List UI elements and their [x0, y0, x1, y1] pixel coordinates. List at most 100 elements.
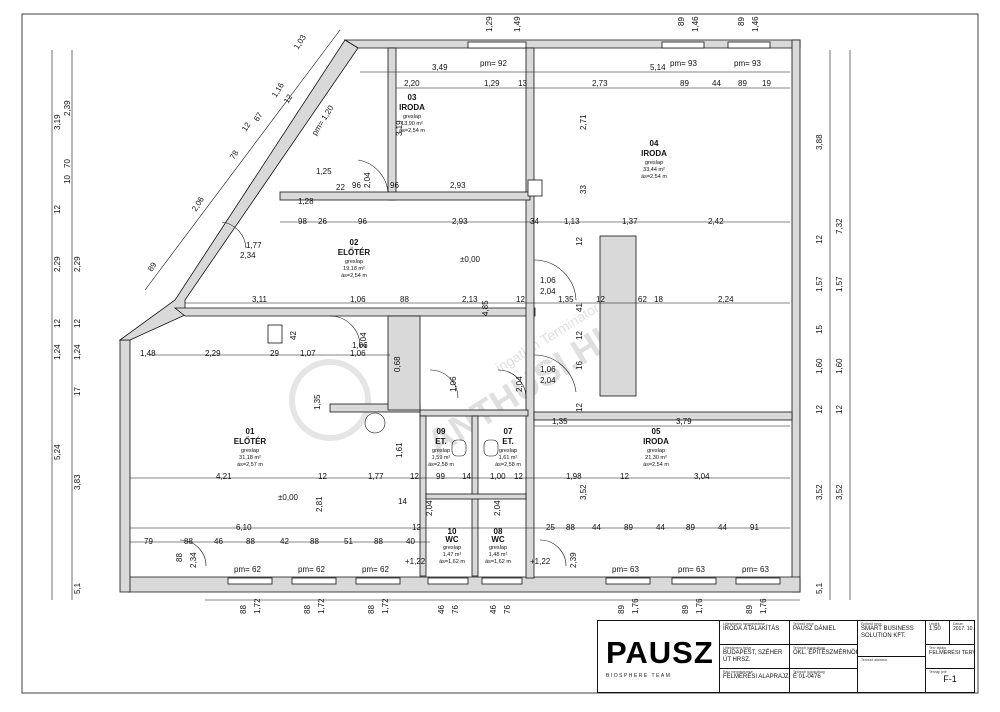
- cell-value: PAUSZ DÁNIEL: [793, 626, 836, 632]
- dim-text: 2,34: [189, 552, 198, 568]
- cell-value: 1:50: [929, 626, 941, 632]
- dim-text: 16: [575, 361, 584, 370]
- dim-text: 12: [53, 319, 62, 328]
- dim-text: 12: [516, 295, 525, 304]
- dim-text: 1,06: [540, 365, 556, 374]
- dim-text: 88: [184, 537, 193, 546]
- dim-text: 1,06: [540, 276, 556, 285]
- dim-text: 89: [617, 605, 626, 614]
- room-floor: greslap: [645, 160, 663, 166]
- wall-right: [791, 39, 801, 593]
- dim-text: 14: [398, 497, 407, 506]
- cell-label: Építtető neve: [861, 622, 882, 626]
- place-cell: Létesítmény helye BUDAPEST, SZÉHER ÚT HR…: [720, 645, 790, 669]
- dim-text: 1,49: [513, 16, 522, 32]
- room-name: ELŐTÉR: [338, 248, 371, 257]
- room-name: ELŐTÉR: [234, 437, 267, 446]
- dim-text: 29: [270, 349, 279, 358]
- sheet-cell: Tervlap jele F-1: [926, 669, 974, 692]
- dim-text: 1,77: [368, 472, 384, 481]
- dim-text: 1,46: [691, 16, 700, 32]
- phase-cell: Terv fajtája FELMÉRÉSI TERV: [926, 645, 974, 669]
- room-label-07: 07 ET. greslap 1,61 m² ás=2,58 m: [495, 427, 521, 468]
- dim-text: 1,76: [759, 598, 768, 614]
- dim-text: 99: [436, 472, 445, 481]
- dim-text: 2,34: [240, 251, 256, 260]
- room-height: ás=2,57 m: [237, 462, 263, 468]
- dim-text: 12: [815, 235, 824, 244]
- dim-text: 67: [252, 110, 265, 123]
- dim-text: 2,93: [452, 217, 468, 226]
- wall-diagonal: [118, 39, 359, 341]
- room-height: ás=2,58 m: [495, 462, 521, 468]
- dim-text: 2,39: [569, 552, 578, 568]
- level-mark: ±0,00: [278, 493, 299, 502]
- cell-label: Létesítmény helye: [723, 646, 752, 650]
- dim-text: 1,98: [566, 472, 582, 481]
- dim-text: 2,24: [718, 295, 734, 304]
- dim-text: 12: [282, 92, 295, 105]
- dim-text: 1,77: [246, 241, 262, 250]
- chimney-03: [527, 179, 543, 197]
- room-number: 09: [437, 427, 446, 436]
- room-area: 1,59 m²: [432, 455, 451, 461]
- dim-text: 22: [336, 183, 345, 192]
- window-bottom-3: [355, 577, 401, 585]
- dim-text: 5,1: [815, 582, 824, 594]
- dim-text: 10: [63, 175, 72, 184]
- cell-value: BUDAPEST, SZÉHER ÚT HRSZ.: [723, 650, 783, 663]
- dim-text: 1,35: [552, 417, 568, 426]
- level-marks: ±0,00 ±0,00 +1,22 +1,22: [278, 255, 551, 566]
- dim-text: 1,24: [73, 344, 82, 360]
- window-label: pm= 93: [734, 59, 761, 68]
- chimney-01: [267, 324, 283, 344]
- dim-text: 2,04: [363, 172, 372, 188]
- dim-text: 12: [318, 472, 327, 481]
- dim-text: 1,29: [484, 79, 500, 88]
- room-height: ás=2,54 m: [399, 128, 425, 134]
- room-label-04: 04 IRODA greslap 33,44 m² ás=2,54 m: [641, 139, 667, 180]
- dim-text: 3,49: [432, 63, 448, 72]
- dim-text: 2,04: [493, 500, 502, 516]
- window-label: pm= 63: [678, 565, 705, 574]
- room-area: 33,44 m²: [643, 167, 665, 173]
- room-height: ás=2,54 m: [341, 273, 367, 279]
- door-02-01: [329, 315, 361, 347]
- dim-text: 42: [289, 331, 298, 340]
- cell-label: Lépték: [929, 622, 940, 626]
- window-bottom-4: [605, 577, 651, 585]
- signature-cell: Tervező aláírása: [858, 657, 926, 692]
- dim-text: 89: [624, 523, 633, 532]
- dim-text: 4,85: [481, 300, 490, 316]
- dim-text: 12: [514, 472, 523, 481]
- window-label: pm= 92: [480, 59, 507, 68]
- dim-text: 46: [437, 605, 446, 614]
- room-floor: greslap: [443, 545, 461, 551]
- room-area: 13,90 m²: [401, 121, 423, 127]
- dim-text: 2,20: [404, 79, 420, 88]
- room-height: ás=1,62 m: [485, 559, 511, 565]
- dim-text: 1,72: [381, 598, 390, 614]
- window-bottom-5: [671, 577, 717, 585]
- door-05: [533, 354, 577, 393]
- dim-text: 88: [303, 605, 312, 614]
- room-number: 10: [448, 527, 457, 536]
- room-area: 19,18 m²: [343, 266, 365, 272]
- dim-text: 91: [750, 523, 759, 532]
- room-area: 1,61 m²: [499, 455, 518, 461]
- interior-walls: [267, 47, 793, 579]
- scale-cell: Lépték 1:50: [926, 621, 950, 645]
- dim-text: 89: [745, 605, 754, 614]
- dim-text: 2,81: [315, 496, 324, 512]
- room-floor: greslap: [241, 448, 259, 454]
- watermark-seal: [289, 359, 371, 441]
- window-label: pm= 62: [234, 565, 261, 574]
- dim-text: 1,06: [350, 295, 366, 304]
- dimline-diagonal: [144, 29, 341, 291]
- room-name: WC: [491, 535, 505, 544]
- dim-text: 12: [596, 295, 605, 304]
- room-number: 02: [350, 238, 359, 247]
- dim-text: 12: [53, 205, 62, 214]
- dim-text: 2,71: [579, 114, 588, 130]
- dim-text: 12: [815, 405, 824, 414]
